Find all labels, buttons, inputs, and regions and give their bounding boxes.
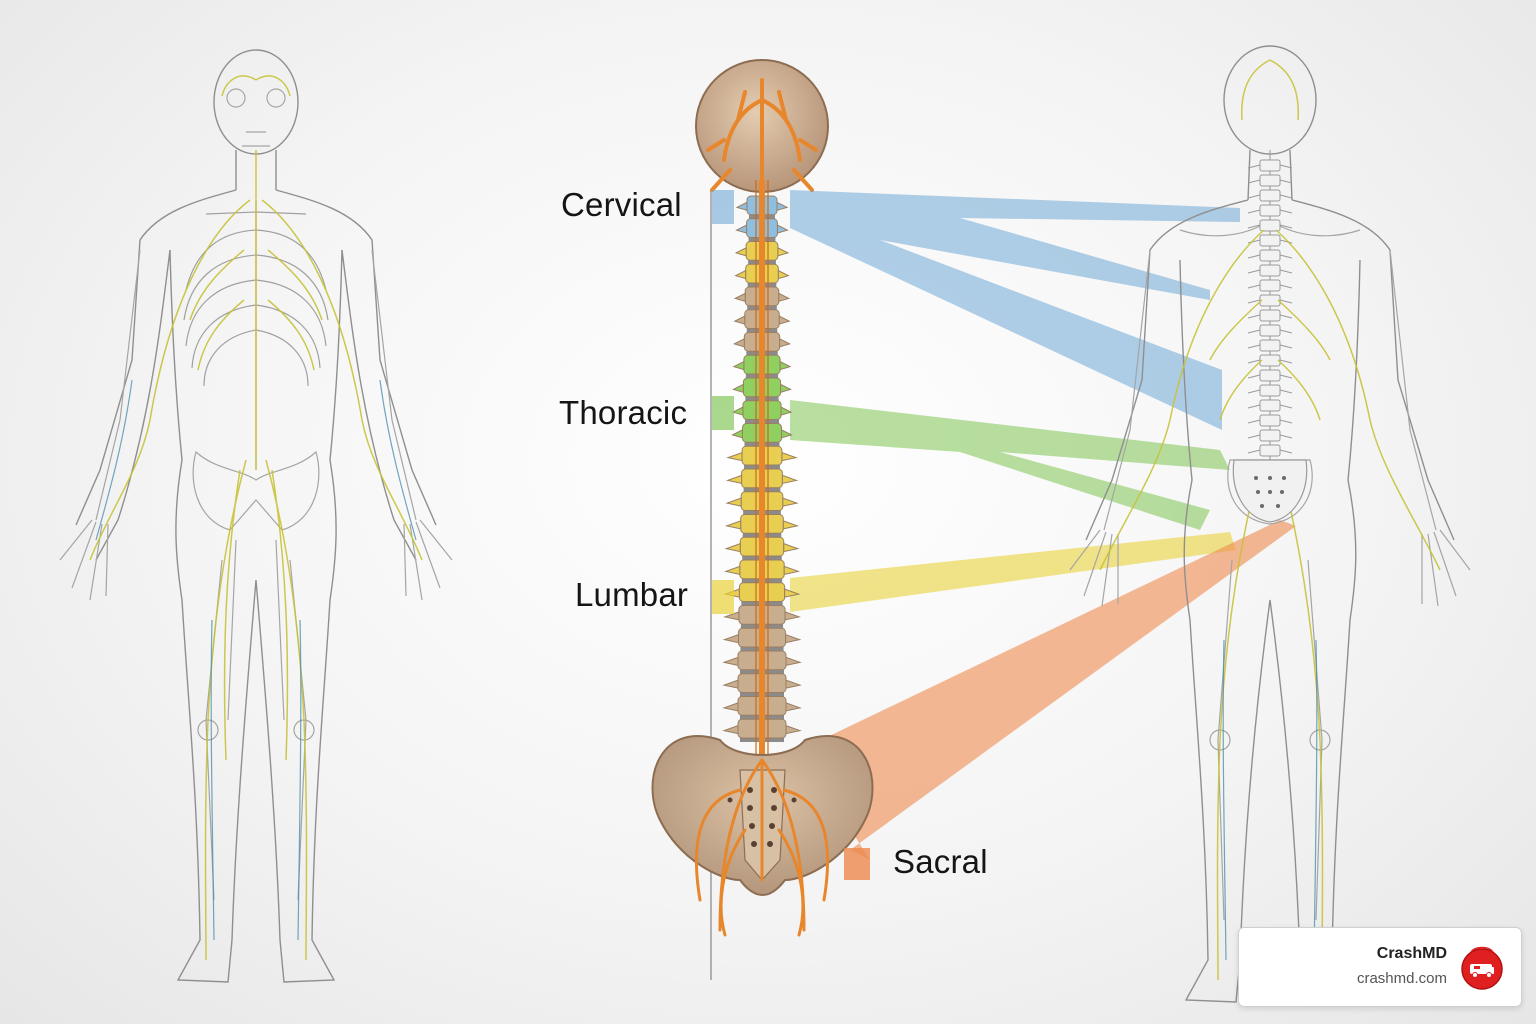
back-vertebra (1259, 309, 1281, 322)
back-nerve-network (1099, 59, 1441, 981)
transverse-process (725, 474, 799, 484)
back-vertebra-process (1247, 329, 1293, 334)
back-vertebra (1259, 339, 1281, 352)
pelvis (651, 735, 874, 937)
front-vessels (95, 379, 417, 941)
cervical-label: Cervical (561, 186, 682, 223)
back-vertebra-process (1247, 284, 1293, 289)
back-vertebra (1259, 414, 1281, 427)
transverse-process (726, 451, 798, 462)
back-vertebra (1259, 159, 1281, 172)
back-vertebra-process (1247, 359, 1293, 364)
transverse-process (733, 315, 791, 325)
back-vertebra-process (1247, 419, 1293, 424)
transverse-process (722, 679, 802, 689)
back-vertebra-process (1247, 224, 1293, 229)
back-vessels (1222, 639, 1318, 961)
sacral-marker (844, 848, 870, 880)
transverse-process (723, 565, 801, 575)
skull (695, 59, 829, 202)
transverse-process (722, 724, 802, 735)
back-vertebral-column (1247, 159, 1293, 457)
front-nerve-network (89, 75, 423, 961)
transverse-process (735, 224, 789, 234)
brand-name: CrashMD (1376, 945, 1447, 962)
sacral-label: Sacral (893, 843, 988, 880)
back-skeleton (1069, 150, 1471, 921)
back-vertebra-process (1247, 344, 1293, 349)
back-vertebra (1259, 204, 1281, 217)
back-vertebra (1259, 174, 1281, 187)
back-vertebra-process (1247, 239, 1293, 244)
back-vertebra-process (1247, 254, 1293, 259)
back-vertebra (1259, 369, 1281, 382)
back-vertebra-process (1247, 179, 1293, 184)
thoracic-label: Thoracic (559, 394, 688, 431)
back-vertebra-process (1247, 449, 1293, 454)
brand-url: crashmd.com (1356, 970, 1447, 987)
region-connectors (790, 190, 1296, 860)
back-vertebra (1259, 444, 1281, 457)
back-vertebra-process (1247, 404, 1293, 409)
transverse-process (722, 656, 802, 666)
transverse-process (722, 702, 802, 712)
back-vertebra-process (1247, 374, 1293, 379)
back-vertebra-process (1247, 314, 1293, 319)
lumbar-marker (712, 580, 734, 614)
transverse-process (733, 292, 791, 303)
thoracic-band (790, 400, 1230, 530)
transverse-process (724, 542, 800, 553)
transverse-process (731, 429, 793, 439)
back-vertebra-process (1247, 299, 1293, 304)
transverse-process (724, 520, 800, 530)
transverse-process (732, 360, 792, 371)
back-vertebra-process (1247, 389, 1293, 394)
transverse-process (722, 633, 802, 644)
transverse-process (723, 611, 801, 621)
back-vertebra (1259, 294, 1281, 307)
sacral-band (800, 520, 1296, 860)
cervical-band (790, 190, 1240, 430)
back-vertebra (1259, 249, 1281, 262)
cervical-marker (712, 190, 734, 224)
lumbar-band (790, 532, 1236, 612)
lumbar-label: Lumbar (575, 576, 689, 613)
back-vertebra (1259, 219, 1281, 232)
transverse-process (725, 497, 799, 507)
back-vertebra (1259, 384, 1281, 397)
transverse-process (734, 269, 790, 280)
transverse-process (735, 201, 789, 212)
ambulance-badge-icon (1461, 946, 1503, 990)
front-body-figure (75, 49, 437, 983)
back-vertebra-process (1247, 164, 1293, 169)
transverse-process (731, 406, 793, 416)
back-vertebra (1259, 324, 1281, 337)
transverse-process (734, 247, 790, 257)
back-vertebra (1259, 279, 1281, 292)
back-vertebra (1259, 399, 1281, 412)
back-vertebra-process (1247, 434, 1293, 439)
transverse-process (732, 338, 792, 348)
back-vertebra-process (1247, 209, 1293, 214)
transverse-process (732, 383, 792, 394)
back-vertebra-process (1247, 194, 1293, 199)
back-vertebra (1259, 429, 1281, 442)
back-sacrum (1232, 459, 1308, 523)
back-vertebra (1259, 189, 1281, 202)
thoracic-marker (712, 396, 734, 430)
brand-card[interactable]: CrashMD crashmd.com (1238, 927, 1522, 1007)
back-vertebra-process (1247, 269, 1293, 274)
back-vertebra (1259, 264, 1281, 277)
back-vertebra (1259, 354, 1281, 367)
back-vertebra (1259, 234, 1281, 247)
